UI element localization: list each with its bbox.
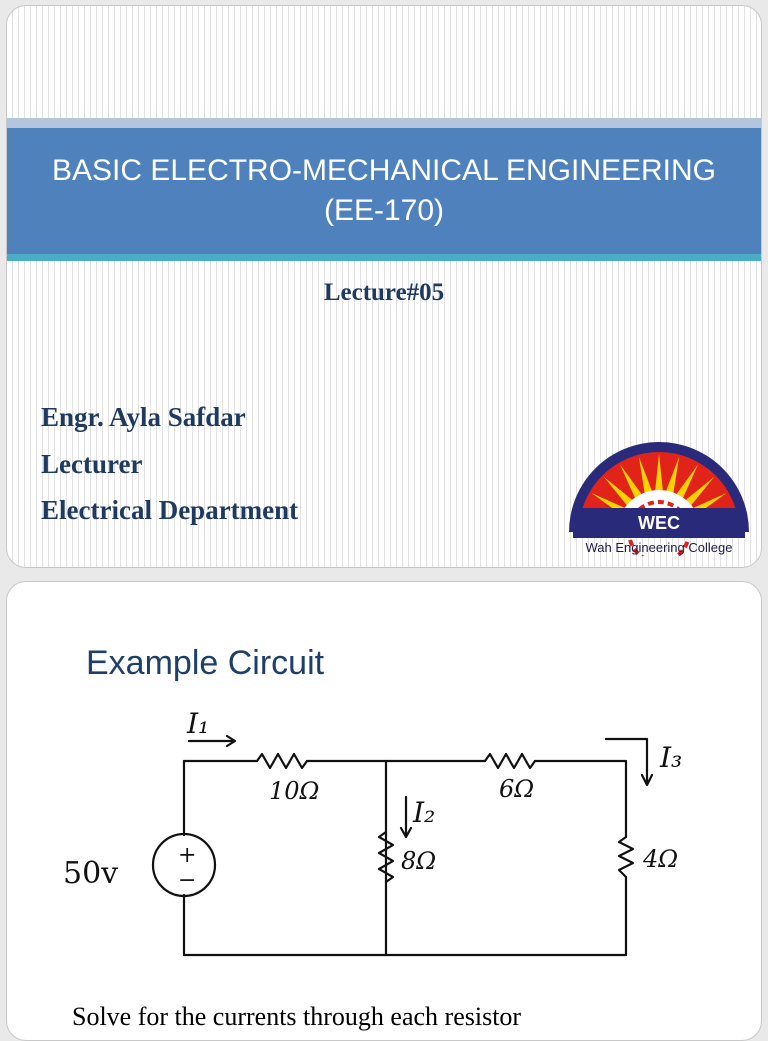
title-band-bottom-stripe [7, 254, 761, 261]
presenter-role: Lecturer [41, 449, 143, 479]
presenter-name: Engr. Ayla Safdar [41, 402, 246, 432]
source-voltage-label: 50v [63, 856, 118, 891]
wire-top-right-b [533, 759, 628, 839]
wire-bottom [182, 875, 628, 957]
logo-abbr: WEC [638, 513, 680, 533]
circuit-diagram: + − 50v I₁ I₂ I₃ 10Ω 6Ω 8Ω 4Ω [63, 707, 682, 957]
course-code: (EE-170) [323, 194, 445, 227]
logo-sun-ray [620, 464, 642, 498]
i2-arrow [399, 795, 413, 839]
logo-name: Wah Engineering College [586, 540, 733, 555]
r1-label: 10Ω [269, 777, 319, 805]
logo-sun-ray [685, 476, 715, 506]
logo-sun-ray [655, 454, 663, 491]
lecture-number: Lecture#05 [323, 279, 445, 306]
resistor-10-ohm [255, 752, 309, 770]
presenter-department: Electrical Department [41, 495, 299, 525]
title-band-top-stripe [7, 118, 761, 128]
logo-sun-ray [603, 476, 633, 506]
r4-label: 4Ω [642, 845, 678, 873]
logo-sun-ray [666, 456, 680, 493]
source-minus: − [178, 868, 196, 893]
title-band: BASIC ELECTRO-MECHANICAL ENGINEERING (EE… [7, 128, 761, 254]
voltage-source [151, 832, 217, 898]
r3-label: 6Ω [499, 775, 534, 803]
logo-sun-ray [638, 456, 652, 493]
r2-label: 8Ω [401, 847, 436, 875]
i1-arrow [187, 734, 237, 748]
content-slide: Example Circuit + − 50v I₁ I₂ I₃ [6, 581, 762, 1041]
i1-label: I₁ [186, 707, 209, 740]
i2-label: I₂ [412, 796, 435, 829]
course-title: BASIC ELECTRO-MECHANICAL ENGINEERING [52, 154, 716, 187]
resistor-6-ohm [483, 752, 537, 770]
logo-sun-ray [676, 464, 698, 498]
i3-label: I₃ [659, 741, 682, 774]
wec-logo: WEC Wah Engineering College [569, 442, 749, 556]
instruction-text: Solve for the currents through each resi… [72, 1002, 522, 1031]
resistor-4-ohm [617, 835, 635, 879]
source-plus: + [178, 843, 196, 868]
resistor-8-ohm [377, 830, 395, 884]
title-slide: BASIC ELECTRO-MECHANICAL ENGINEERING (EE… [6, 5, 762, 568]
slide-title: Example Circuit [86, 644, 325, 682]
i3-arrow [604, 737, 654, 787]
